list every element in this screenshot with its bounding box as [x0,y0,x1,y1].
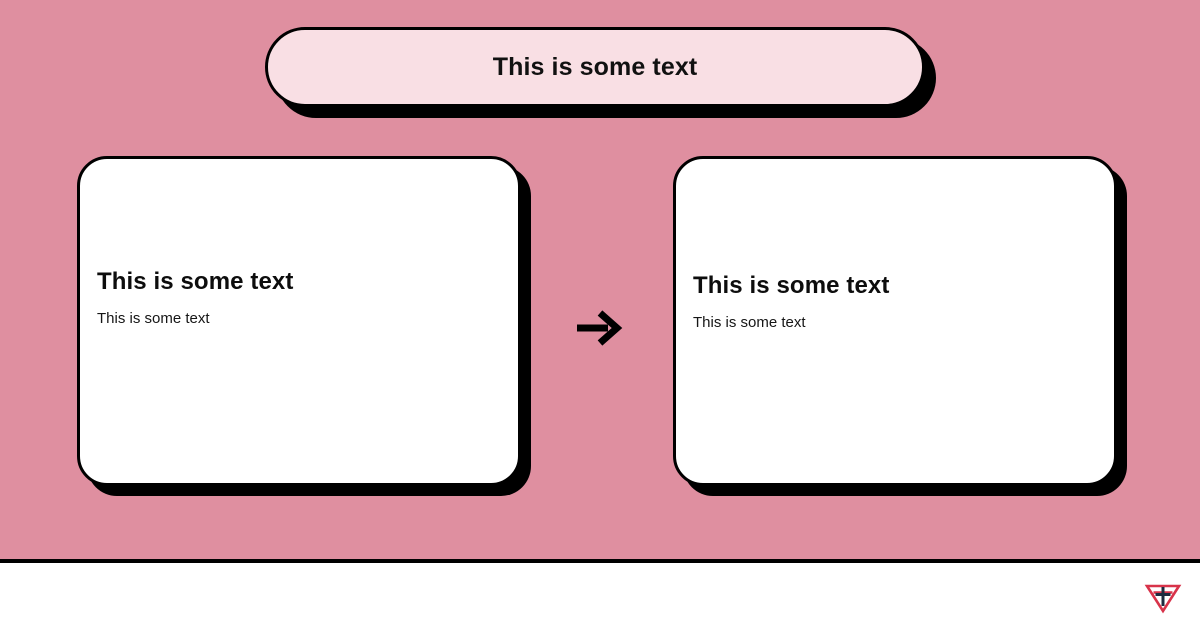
card-left-heading: This is some text [97,268,294,295]
footer-bar [0,563,1200,630]
title-pill-text: This is some text [492,52,698,81]
comparison-card-right: This is some text This is some text [673,156,1117,486]
comparison-card-left: This is some text This is some text [77,156,521,486]
triangle-cross-logo-icon [1144,582,1182,614]
card-right-body-text: This is some text [693,313,806,331]
title-pill: This is some text [265,27,925,107]
stage-divider [0,559,1200,563]
card-right-content: This is some text This is some text [693,272,1094,332]
card-left-body-text: This is some text [97,309,210,327]
arrow-right-icon [572,302,628,354]
card-right-heading: This is some text [693,272,890,299]
card-left-content: This is some text This is some text [97,268,498,328]
main-stage: This is some text This is some text This… [0,0,1200,559]
